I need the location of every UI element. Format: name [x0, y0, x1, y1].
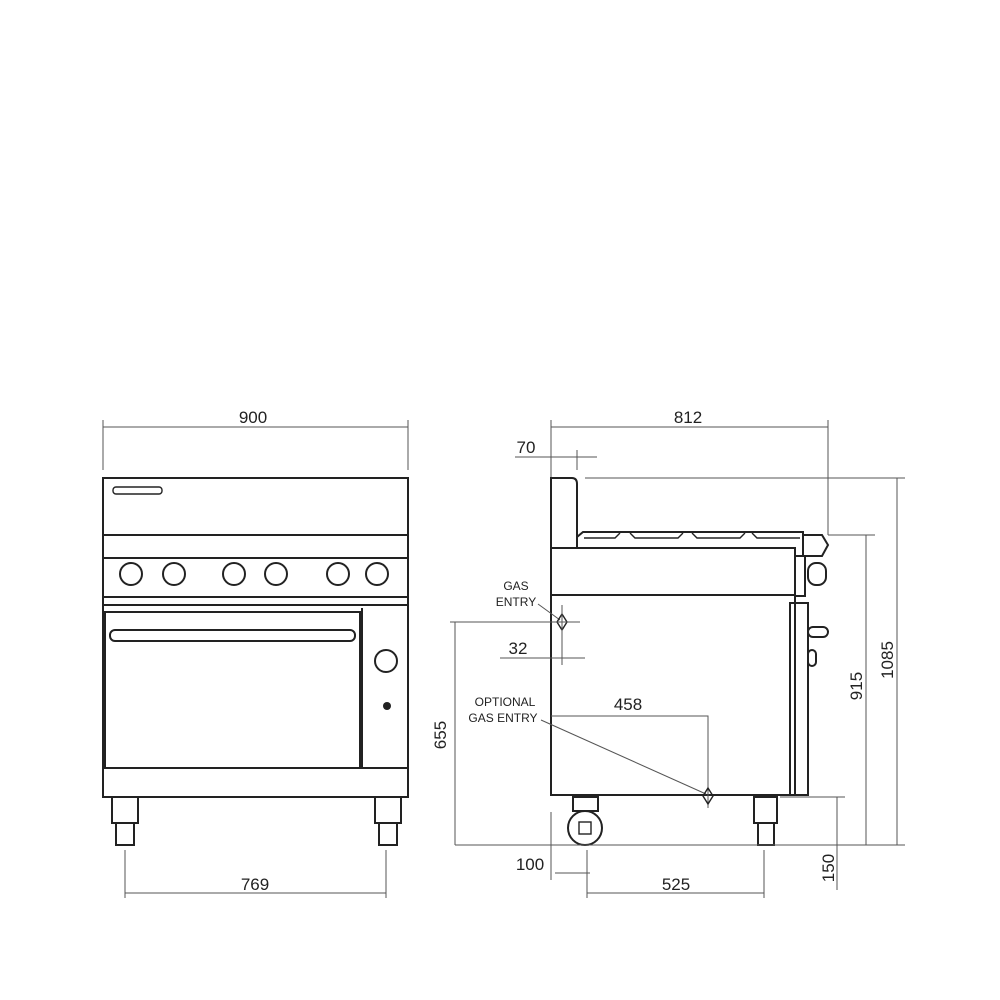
castor-hub	[578, 821, 592, 835]
castor-wheel-icon	[567, 810, 603, 846]
leg-height-dimension-line	[455, 796, 905, 890]
depth-dimension-line	[550, 420, 829, 610]
optional-gas-marker-icon	[702, 786, 714, 806]
knob-icon[interactable]	[119, 562, 143, 586]
pan-support-grates	[576, 531, 804, 548]
gas-entry-label: GAS	[503, 579, 528, 593]
overall-height-dimension-line	[585, 477, 905, 845]
depth-label: 812	[674, 408, 702, 427]
working-height-label: 915	[847, 672, 866, 700]
leg-foot	[378, 822, 398, 846]
castor-offset-label: 100	[516, 855, 544, 874]
handle-side-icon	[807, 626, 829, 638]
splashback-side	[550, 477, 578, 548]
leg-height-label: 150	[819, 854, 838, 882]
control-panel-side	[794, 555, 806, 597]
leg-foot	[757, 822, 775, 846]
front-edge	[802, 534, 830, 557]
brand-badge	[112, 486, 163, 495]
leg-span-dimension-line	[124, 850, 387, 898]
leg	[111, 796, 139, 824]
trim-strip	[102, 596, 409, 606]
knob-icon[interactable]	[222, 562, 246, 586]
gas-height-label: 655	[431, 721, 450, 749]
knob-icon[interactable]	[326, 562, 350, 586]
oven-knob-side-icon	[807, 649, 817, 667]
knob-icon[interactable]	[264, 562, 288, 586]
optional-gas-entry-label: GAS ENTRY	[468, 711, 537, 725]
knob-icon[interactable]	[365, 562, 389, 586]
burner-knobs	[119, 562, 389, 586]
leg-span-dimension-line	[587, 850, 765, 898]
castor-bracket	[572, 796, 599, 812]
knob-icon[interactable]	[162, 562, 186, 586]
width-dimension-line	[102, 420, 409, 470]
leg	[374, 796, 402, 824]
side-body	[550, 547, 796, 796]
optional-gas-entry-label: OPTIONAL	[475, 695, 536, 709]
leg-foot	[115, 822, 135, 846]
castor-offset-dimension-line	[550, 812, 590, 898]
optional-gas-dimension-lines	[540, 715, 709, 808]
oven-knob-icon[interactable]	[374, 649, 398, 673]
leg	[753, 796, 778, 824]
front-view: 900 769	[102, 408, 409, 898]
splashback-dimension-line	[515, 450, 597, 470]
optional-depth-label: 458	[614, 695, 642, 714]
overall-height-label: 1085	[878, 641, 897, 679]
working-height-dimension-line	[828, 534, 875, 845]
gas-entry-dimension-lines	[450, 605, 585, 665]
base-plinth	[102, 767, 409, 798]
control-panel	[102, 557, 409, 598]
gas-entry-leader	[537, 603, 561, 621]
oven-door-side	[789, 602, 809, 796]
width-label: 900	[239, 408, 267, 427]
gas-offset-label: 32	[509, 639, 528, 658]
leg-span-label: 525	[662, 875, 690, 894]
oven-door[interactable]	[104, 611, 361, 769]
ignition-button-icon[interactable]	[383, 702, 391, 710]
splashback-label: 70	[517, 438, 536, 457]
knob-side-icon	[807, 562, 827, 586]
grate-detail	[584, 532, 800, 539]
side-view: 812 70 GAS ENTRY 32 655 OPTIONAL GAS ENT…	[431, 408, 905, 898]
oven-handle[interactable]	[109, 629, 356, 642]
leg-span-label: 769	[241, 875, 269, 894]
gas-entry-label: ENTRY	[496, 595, 536, 609]
hob-edge	[102, 534, 409, 559]
